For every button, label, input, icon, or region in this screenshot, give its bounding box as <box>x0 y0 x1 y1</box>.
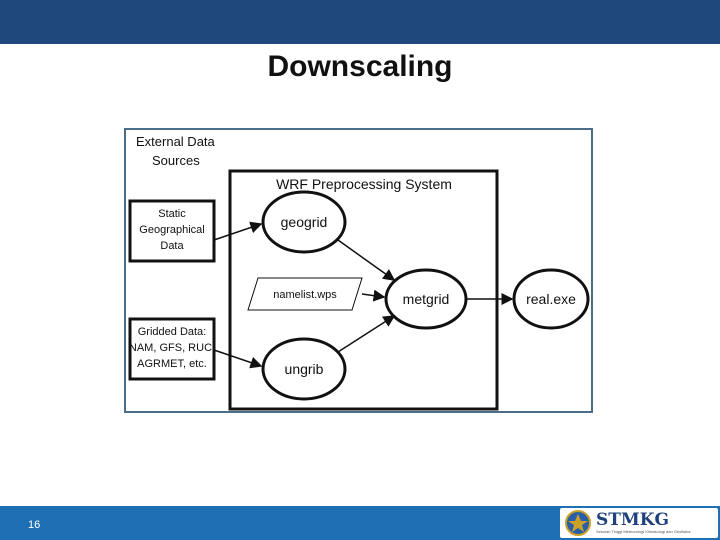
ungrib-node <box>261 337 347 401</box>
metgrid-label: metgrid <box>403 291 450 307</box>
slide-title: Downscaling <box>267 50 453 83</box>
external-sources-label-2: Sources <box>152 153 200 168</box>
gridded-data-line-1: Gridded Data: <box>138 326 206 338</box>
gridded-data-line-3: AGRMET, etc. <box>137 358 207 370</box>
ungrib-label: ungrib <box>285 361 324 377</box>
page-number: 16 <box>28 519 41 531</box>
real-exe-node <box>512 268 590 330</box>
gridded-data-line-2: NAM, GFS, RUC, <box>129 342 215 354</box>
logo-tagline: Sekolah Tinggi Meteorologi Klimatologi d… <box>596 529 691 534</box>
wps-label: WRF Preprocessing System <box>276 176 452 192</box>
logo-name: STMKG <box>596 510 670 530</box>
arrow-namelist-to-metgrid <box>361 289 386 302</box>
geogrid-node <box>261 190 347 254</box>
static-data-line-3: Data <box>160 240 184 252</box>
top-banner <box>0 0 720 44</box>
wps-diagram: External Data Sources WRF Preprocessing … <box>124 128 593 413</box>
stmkg-logo: STMKG Sekolah Tinggi Meteorologi Klimato… <box>560 508 718 538</box>
static-data-line-2: Geographical <box>139 224 204 236</box>
emblem-icon <box>565 510 591 536</box>
arrow-static-to-geogrid <box>213 221 263 241</box>
arrow-geogrid-to-metgrid <box>337 239 396 281</box>
real-exe-label: real.exe <box>526 291 576 307</box>
namelist-label: namelist.wps <box>273 289 337 301</box>
gridded-data-box <box>128 317 216 381</box>
external-sources-label-1: External Data <box>136 134 216 149</box>
static-data-line-1: Static <box>158 208 186 220</box>
namelist-node <box>247 277 363 311</box>
bottom-banner: 16 STMKG Sekolah Tinggi Meteorologi Klim… <box>0 506 720 540</box>
arrow-ungrib-to-metgrid <box>337 315 396 353</box>
geogrid-label: geogrid <box>281 214 328 230</box>
static-data-box <box>128 199 216 263</box>
arrow-gridded-to-ungrib <box>213 349 263 369</box>
